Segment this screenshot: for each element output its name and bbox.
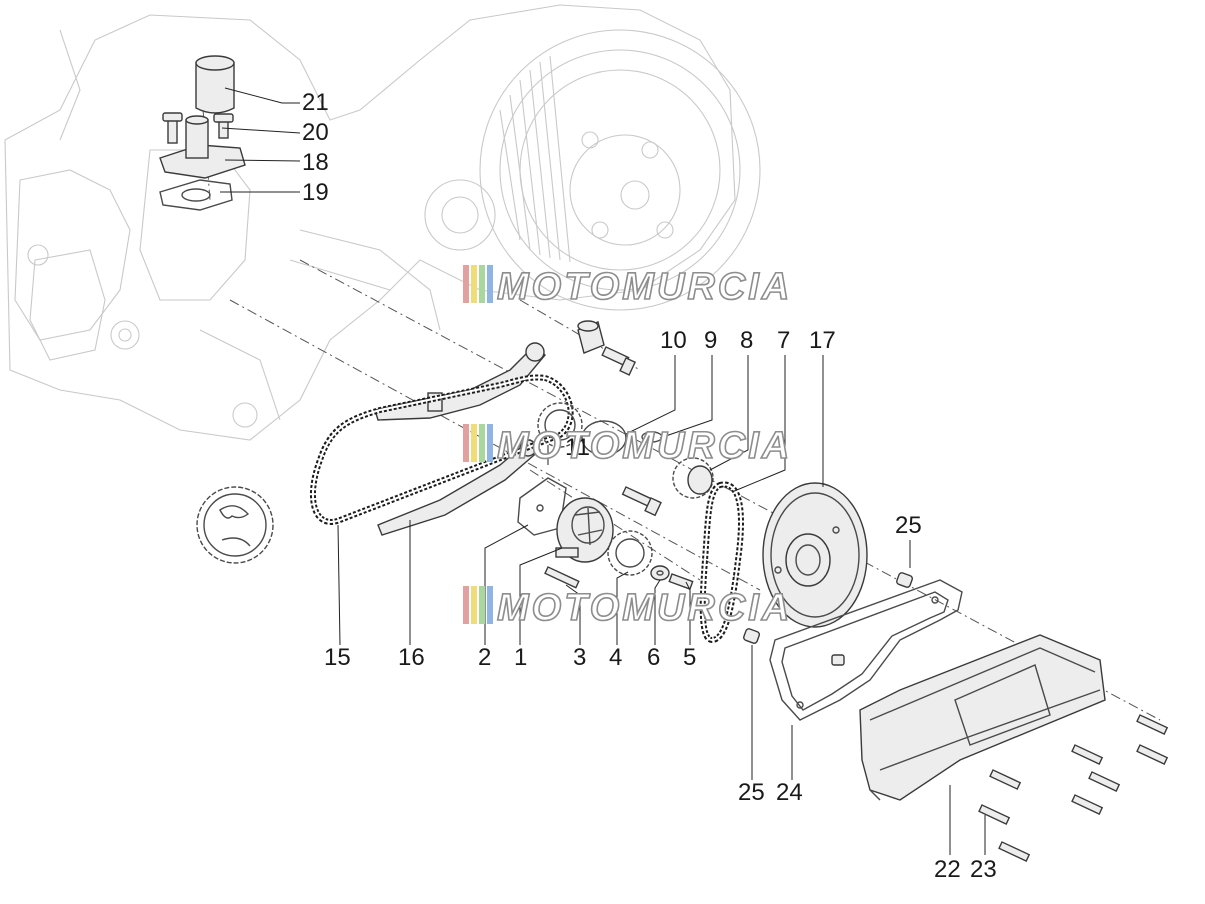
crank-sprocket-part [196, 486, 274, 564]
watermark-stripe [471, 586, 477, 624]
pump-drive-chain-part [699, 481, 744, 644]
pump-shaft-part [544, 566, 580, 589]
pump-bolt-part [668, 573, 694, 590]
watermark-brand-text: MOTOMURCIA [497, 266, 792, 308]
watermark-stripe [463, 424, 469, 462]
callout-1: 1 [514, 644, 527, 671]
watermark-stripe [479, 424, 485, 462]
watermark-stripe [487, 265, 493, 303]
callout-18: 18 [302, 149, 329, 176]
callout-8: 8 [740, 327, 753, 354]
callout-3: 3 [573, 644, 586, 671]
watermark-top: MOTOMURCIA [463, 265, 792, 309]
shaft-sprocket-part [672, 457, 714, 499]
callout-5: 5 [683, 644, 696, 671]
watermark-brand-text: MOTOMURCIA [497, 425, 792, 467]
cover-gasket-part [769, 579, 963, 721]
watermark-stripe [463, 586, 469, 624]
callout-25-upper: 25 [895, 512, 922, 539]
callout-10: 10 [660, 327, 687, 354]
watermark-stripe [471, 265, 477, 303]
callout-24: 24 [776, 779, 803, 806]
tensioner-gasket-part [159, 179, 233, 211]
engine-crankcase-drawing [4, 4, 761, 441]
callout-16: 16 [398, 644, 425, 671]
callout-9: 9 [704, 327, 717, 354]
leader-lines [220, 87, 986, 855]
oil-pump-body-part [555, 497, 614, 563]
watermark-brand-text: MOTOMURCIA [497, 587, 792, 629]
chain-tensioner-assembly [159, 55, 246, 211]
pulley-part [762, 482, 868, 628]
tensioner-body-part [159, 115, 246, 179]
watermark-stripe [479, 586, 485, 624]
callout-4: 4 [609, 644, 622, 671]
callout-11: 11 [565, 434, 590, 461]
sprocket-bolt-part [621, 486, 662, 517]
callout-6: 6 [647, 644, 660, 671]
cover-bolts-part [978, 714, 1169, 862]
pump-drive-sprocket-part [537, 402, 583, 448]
watermark-bottom: MOTOMURCIA [463, 586, 792, 630]
callout-23: 23 [970, 856, 997, 883]
tensioner-cap-part [195, 55, 235, 114]
timing-chain-part [310, 374, 574, 525]
upper-bush-and-bolt-part [577, 320, 636, 376]
callout-labels: 21 20 18 19 10 9 8 7 17 11 25 15 16 2 1 … [302, 89, 997, 883]
callout-2: 2 [478, 644, 491, 671]
dowel-pin-upper-part [896, 572, 914, 588]
watermark-stripe [487, 586, 493, 624]
pump-sprocket-part [607, 530, 653, 576]
watermark-stripe [487, 424, 493, 462]
dowel-pin-lower-part [743, 628, 761, 644]
callout-7: 7 [777, 327, 790, 354]
callout-20: 20 [302, 119, 329, 146]
callout-17: 17 [809, 327, 836, 354]
callout-19: 19 [302, 179, 329, 206]
pump-washer-part [650, 565, 670, 581]
watermark-stripe [463, 265, 469, 303]
sprocket-10-ring-part [581, 420, 627, 456]
callout-21: 21 [302, 89, 329, 116]
watermark-stripe [471, 424, 477, 462]
chain-cover-part [859, 634, 1106, 801]
callout-22: 22 [934, 856, 961, 883]
callout-25-lower: 25 [738, 779, 765, 806]
watermark-middle: MOTOMURCIA [463, 424, 792, 468]
watermark-stripe [479, 265, 485, 303]
callout-15: 15 [324, 644, 351, 671]
